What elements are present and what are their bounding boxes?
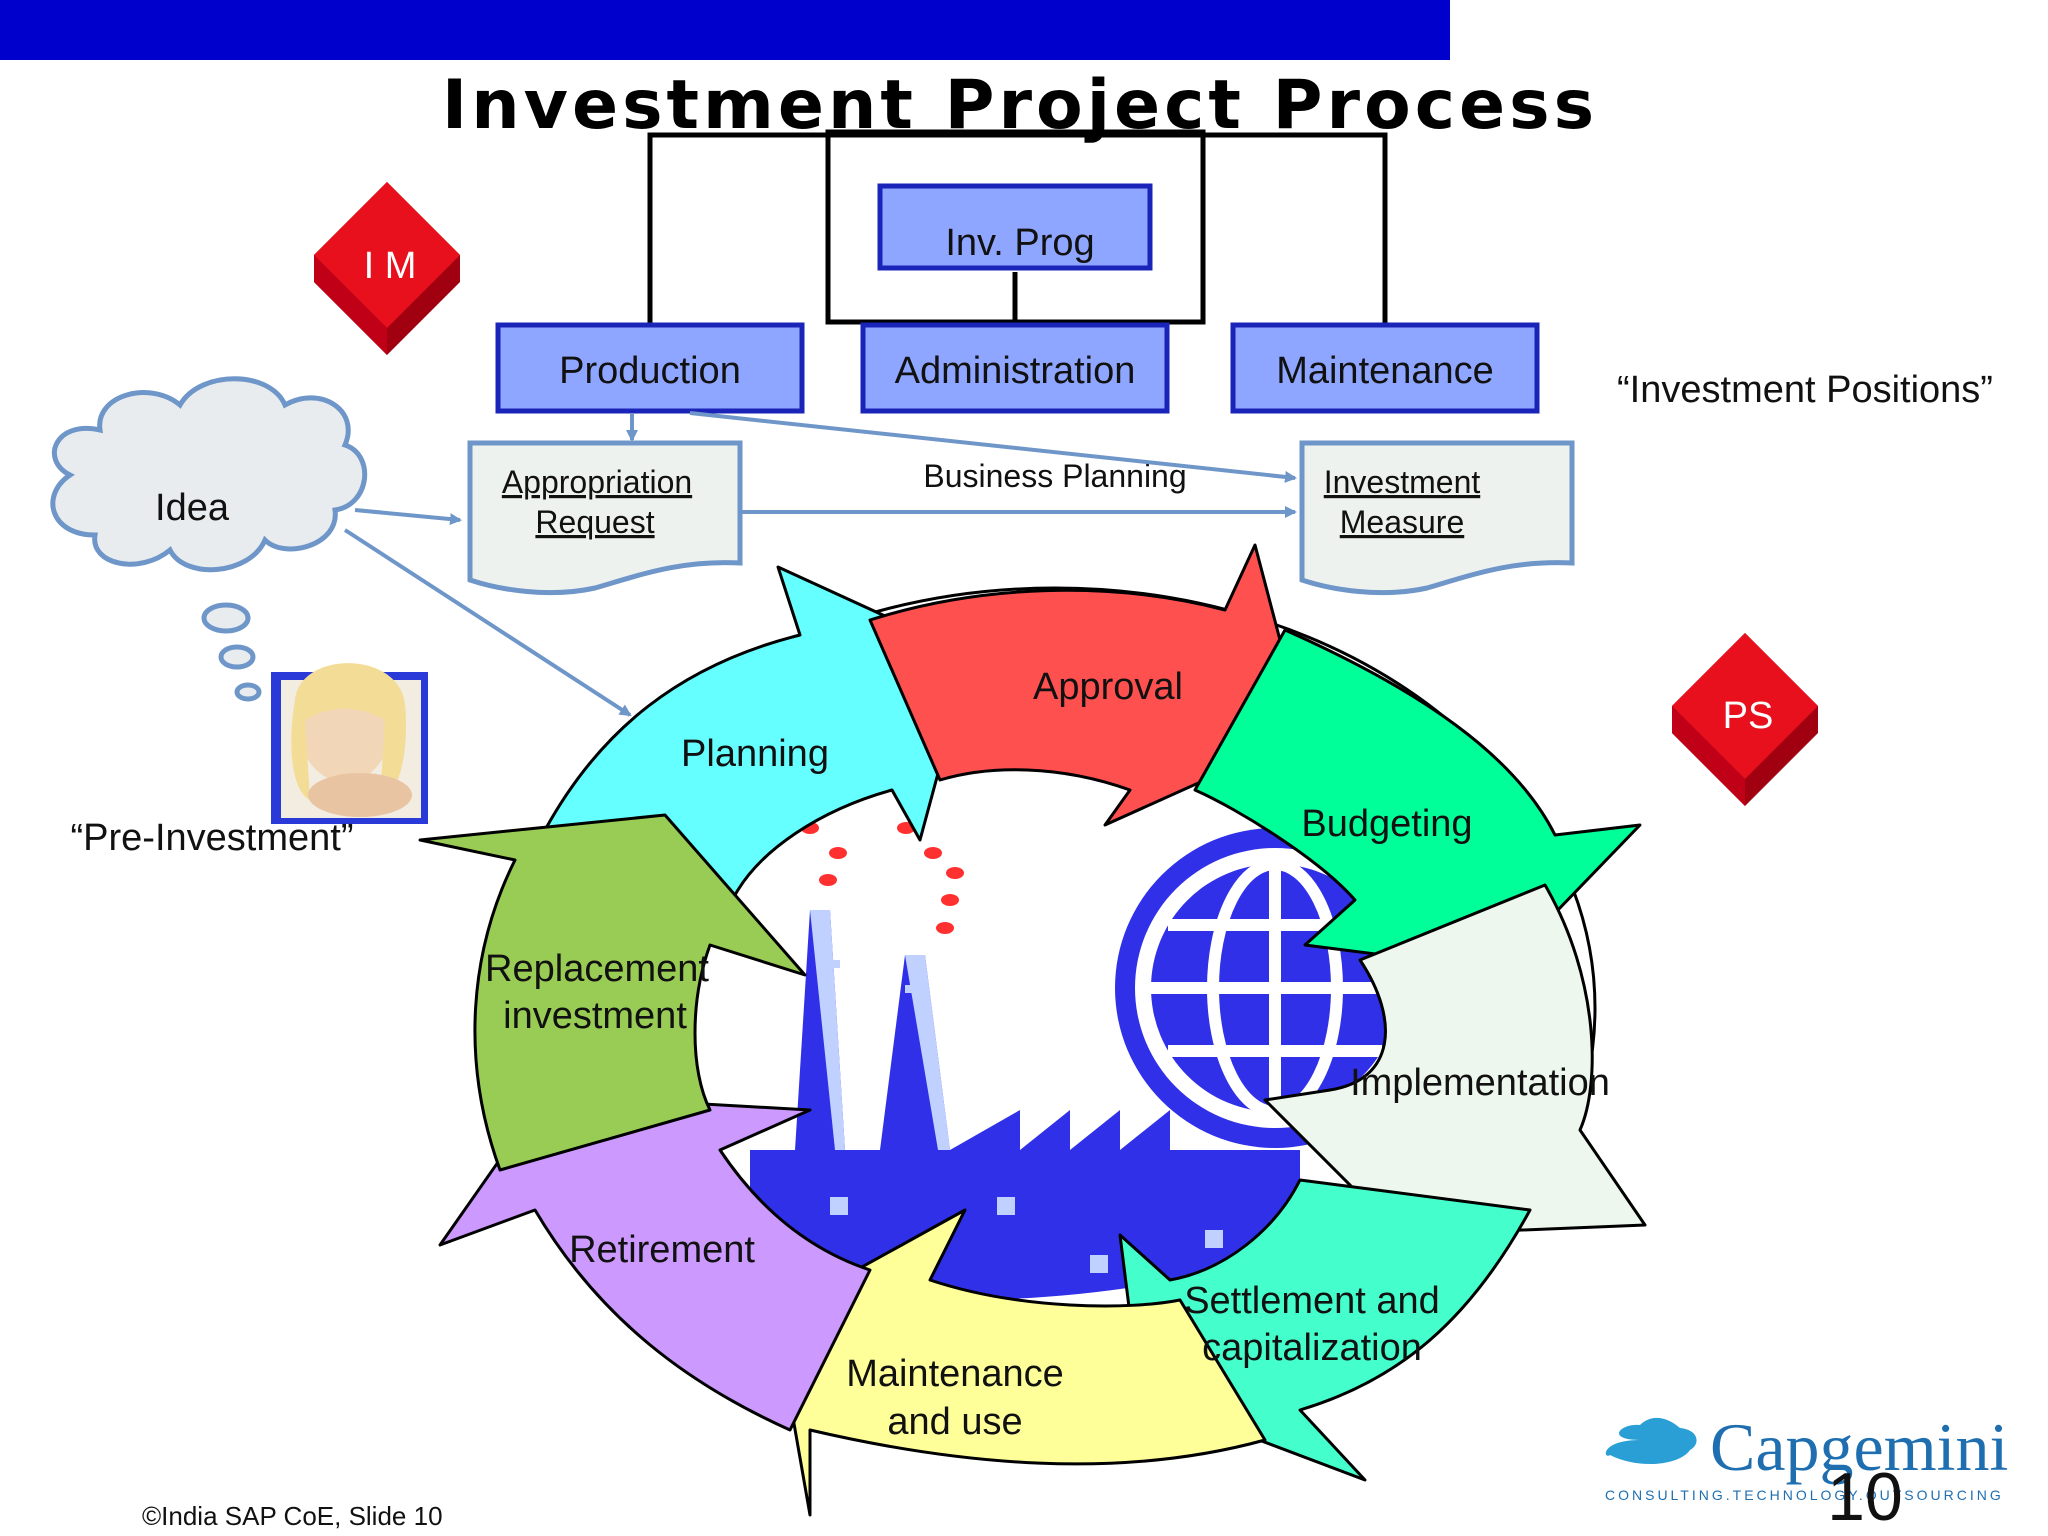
- hierarchy-connectors: [647, 129, 1388, 325]
- investment-positions-caption: “Investment Positions”: [1617, 369, 1993, 411]
- im-badge-label: I M: [364, 245, 417, 287]
- budgeting-label: Budgeting: [1301, 803, 1472, 845]
- planning-label: Planning: [681, 733, 829, 775]
- maintenance-use-label-line2: and use: [887, 1401, 1022, 1443]
- capgemini-wordmark: Capgemini: [1710, 1409, 2008, 1485]
- thinking-person-image: [271, 663, 428, 824]
- investment-measure-document: Investment Measure: [1299, 440, 1575, 596]
- investment-measure-line2: Measure: [1340, 504, 1465, 540]
- page-number: 10: [1827, 1459, 1903, 1535]
- appropriation-request-line2: Request: [535, 504, 654, 540]
- capgemini-tagline: CONSULTING.TECHNOLOGY.OUTSOURCING: [1605, 1487, 2004, 1503]
- inv-prog-label: Inv. Prog: [945, 222, 1094, 264]
- arrow-retirement: [438, 1093, 872, 1432]
- maintenance-use-label-line1: Maintenance: [846, 1353, 1064, 1395]
- slide-title: Investment Project Process: [442, 66, 1598, 145]
- capgemini-logo: Capgemini CONSULTING.TECHNOLOGY.OUTSOURC…: [1605, 1409, 2008, 1503]
- factory-illustration: [750, 910, 1300, 1300]
- retirement-label: Retirement: [569, 1229, 755, 1271]
- implementation-label: Implementation: [1350, 1062, 1610, 1104]
- arrow-maintenance: [773, 1208, 1267, 1517]
- settlement-label-line2: capitalization: [1202, 1327, 1422, 1369]
- top-bar: [0, 0, 1450, 60]
- approval-label: Approval: [1033, 666, 1183, 708]
- arrow-budgeting: [1193, 628, 1642, 972]
- administration-label: Administration: [895, 350, 1136, 392]
- administration-box: Administration: [860, 322, 1170, 414]
- production-box: Production: [495, 322, 805, 414]
- arrow-replacement: [418, 813, 807, 1172]
- arrow-planning: [543, 565, 972, 897]
- thought-bubbles: [201, 602, 262, 702]
- appropriation-request-document: Appropriation Request: [467, 440, 743, 596]
- arrow-approval: [868, 543, 1307, 827]
- copyright-footer: ©India SAP CoE, Slide 10: [142, 1501, 443, 1531]
- appropriation-request-line1: Appropriation: [502, 464, 692, 500]
- arrow-implementation: [1263, 883, 1647, 1237]
- replacement-label-line2: investment: [503, 995, 687, 1037]
- ps-badge-label: PS: [1723, 695, 1774, 737]
- im-badge: I M: [314, 182, 460, 355]
- inv-prog-box: Inv. Prog: [877, 183, 1153, 271]
- maintenance-box: Maintenance: [1230, 322, 1540, 414]
- business-planning-label: Business Planning: [923, 458, 1186, 494]
- idea-cloud: Idea: [50, 376, 368, 573]
- cycle-arrows: [418, 543, 1647, 1517]
- replacement-label-line1: Replacement: [485, 948, 709, 990]
- maintenance-label: Maintenance: [1276, 350, 1494, 392]
- pre-investment-caption: “Pre-Investment”: [71, 817, 354, 859]
- flow-arrows: [343, 411, 1297, 717]
- production-label: Production: [559, 350, 741, 392]
- spade-icon: [1605, 1417, 1697, 1465]
- idea-label: Idea: [155, 487, 230, 529]
- investment-measure-line1: Investment: [1324, 464, 1481, 500]
- settlement-label-line1: Settlement and: [1184, 1280, 1440, 1322]
- ps-badge: PS: [1672, 633, 1818, 806]
